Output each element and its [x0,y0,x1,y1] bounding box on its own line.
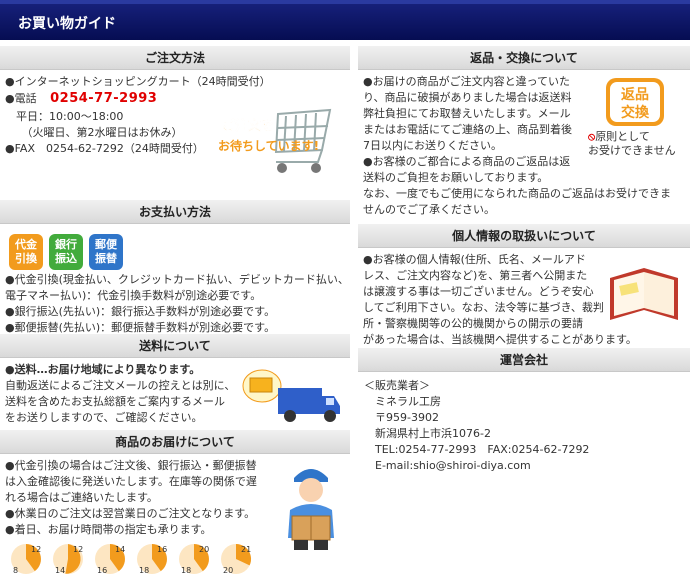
shipping-line: 自動返送によるご注文メールの控えとは別に、 [5,378,236,392]
cart-text-2: お待ちしています! [218,138,319,153]
return-icon-text-2: 交換 [621,104,650,121]
delivery-line: ●代金引換の場合はご注文後、銀行振込・郵便振替 [5,459,257,472]
order-heading: ご注文方法 [0,46,350,70]
privacy-line: 所・警察機関等の公的機関からの開示の要請 [363,316,583,330]
cod-badge: 代金引換 [9,234,43,270]
privacy-section: ●お客様の個人情報(住所、氏名、メールアド レス、ご注文内容など)を、第三者へ公… [358,248,690,346]
privacy-line: レス、ご注文内容など)を、第三者へ公開また [363,268,588,282]
slot-start: 21 [241,545,251,554]
shipping-line: をお送りしますので、ご確認ください。 [5,410,203,424]
returns-line: またはお電話にてご連絡の上、商品到着後 [363,122,572,136]
company-email[interactable]: E-mail:shio@shiroi-diya.com [364,459,531,472]
payment-line: ●代金引換(現金払い、クレジットカード払い、デビットカード払い、 [5,273,349,286]
order-line: （火曜日、第2水曜日はお休み） [5,125,183,139]
payment-section: 代金引換 銀行振込 郵便振替 ●代金引換(現金払い、クレジットカード払い、デビッ… [0,224,350,334]
notebook-icon [610,268,678,320]
return-note-line: お受けできません [588,144,676,157]
returns-line: 送料のご負担をお願いしております。 [363,170,549,184]
privacy-heading: 個人情報の取扱いについて [358,224,690,248]
privacy-line: ●お客様の個人情報(住所、氏名、メールアド [363,253,586,266]
company-line: 〒959-3902 [364,411,439,424]
delivery-section: ●代金引換の場合はご注文後、銀行振込・郵便振替 は入金確認後に発送いたします。在… [0,454,350,580]
returns-line: せんのでご了承ください。 [363,202,495,216]
delivery-line: ●休業日のご注文は翌営業日のご注文となります。 [5,506,256,520]
payment-line: ●郵便振替(先払い)：郵便振替手数料が別途必要です。 [5,320,276,334]
slot-start: 12 [73,545,83,554]
prohibited-icon: ⦸ [588,130,596,143]
order-tel-line: ●電話 0254-77-2993 [5,90,344,109]
order-line: 平日：10:00〜18:00 [5,109,124,123]
slot-end: 18 [139,566,149,575]
slot-start: 16 [157,545,167,554]
payment-line: 電子マネー払い)：代金引換手数料が別途必要です。 [5,288,262,302]
slot-end: 16 [97,566,107,575]
slot-end: 18 [181,566,191,575]
returns-section: ●お届けの商品がご注文内容と違っていた り、商品に破損がありました場合は返送料 … [358,70,690,222]
cart-text-1: ご注文を [222,118,274,134]
shipping-line: 送料を含めたお支払総額をご案内するメール [5,394,225,408]
payment-badges: 代金引換 銀行振込 郵便振替 [5,228,344,272]
page-title: お買い物ガイド [0,0,690,40]
return-exchange-icon: 返品 交換 [606,78,664,126]
returns-line: 7日以内にお送りください。 [363,138,502,152]
returns-heading: 返品・交換について [358,46,690,70]
time-slot-clock: 12 14 [51,542,85,576]
slot-start: 20 [199,545,209,554]
payment-line: ●銀行振込(先払い)：銀行振込手数料が別途必要です。 [5,304,276,318]
company-section: ＜販売業者＞ ミネラル工房 〒959-3902 新潟県村上市浜1076-2 TE… [358,372,690,474]
left-column: ご注文方法 ●インターネットショッピングカート（24時間受付） ●電話 0254… [0,44,350,580]
company-line: ミネラル工房 [364,395,441,408]
privacy-line: してご利用下さい。なお、法令等に基づき、裁判 [363,300,604,314]
delivery-heading: 商品のお届けについて [0,430,350,454]
slot-start: 12 [31,545,41,554]
company-line: TEL:0254-77-2993 FAX:0254-62-7292 [364,443,590,456]
postal-transfer-badge: 郵便振替 [89,234,123,270]
slot-end: 20 [223,566,233,575]
payment-heading: お支払い方法 [0,200,350,224]
returns-line: 弊社負担にてお取替えいたします。メール [363,106,571,120]
bank-transfer-badge: 銀行振込 [49,234,83,270]
slot-end: 8 [13,566,18,575]
order-section: ●インターネットショッピングカート（24時間受付） ●電話 0254-77-29… [0,70,350,198]
delivery-line: は入金確認後に発送いたします。在庫等の関係で遅 [5,474,257,488]
shipping-heading: 送料について [0,334,350,358]
delivery-truck-icon [242,369,340,422]
shipping-line: ●送料…お届け地域により異なります。 [5,363,201,376]
order-line: ●インターネットショッピングカート（24時間受付） [5,75,271,88]
order-line: ●FAX 0254-62-7292（24時間受付） [5,141,204,155]
tel-number[interactable]: 0254-77-2993 [50,90,158,106]
return-icon-text-1: 返品 [621,86,649,103]
delivery-person-icon [288,469,334,550]
return-note-line: 原則として [595,130,650,143]
slot-start: 14 [115,545,125,554]
slot-end: 14 [55,566,65,575]
company-heading: 運営会社 [358,348,690,372]
delivery-line: れる場合はご連絡いたします。 [5,490,158,504]
returns-line: ●お客様のご都合による商品のご返品は返 [363,154,571,168]
privacy-line: があった場合は、当該機関へ提供することがあります。 [363,332,637,346]
time-slot-clock: 12 8 [9,542,43,576]
shipping-section: ●送料…お届け地域により異なります。 自動返送によるご注文メールの控えとは別に、… [0,358,350,428]
delivery-line: ●着日、お届け時間帯の指定も承ります。 [5,522,212,536]
time-slot-clock: 14 16 [93,542,127,576]
privacy-line: は譲渡する事は一切ございません。どうぞ安心 [363,284,594,298]
time-slot-clock: 21 20 [219,542,253,576]
returns-line: なお、一度でもご使用になられた商品のご返品はお受けできま [363,186,671,200]
return-note: ⦸原則として お受けできません [588,130,676,158]
returns-line: ●お届けの商品がご注文内容と違っていた [363,75,571,88]
right-column: 返品・交換について ●お届けの商品がご注文内容と違っていた り、商品に破損があり… [358,44,690,474]
company-line: 新潟県村上市浜1076-2 [364,427,491,440]
returns-line: り、商品に破損がありました場合は返送料 [363,90,572,104]
tel-label: ●電話 [5,91,37,105]
shopping-cart-icon: ご注文を お待ちしています! [218,108,332,173]
company-line: ＜販売業者＞ [364,379,430,392]
